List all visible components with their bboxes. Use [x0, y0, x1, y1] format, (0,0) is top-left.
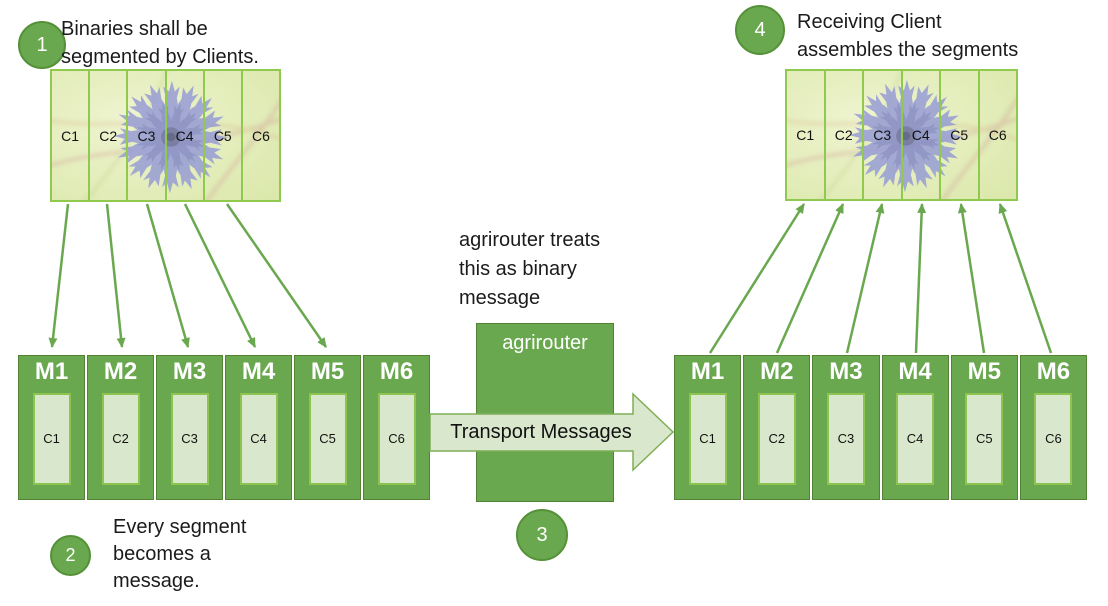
message-box: M5 C5: [950, 355, 1018, 500]
segment-label: C4: [911, 127, 930, 143]
image-segment: C6: [980, 71, 1017, 199]
image-segment: C1: [787, 71, 826, 199]
segment-payload: C6: [377, 392, 416, 485]
segment-label: C1: [796, 127, 815, 143]
caption-line: message.: [113, 570, 200, 592]
step4-badge: 4: [735, 5, 785, 55]
segment-payload: C4: [896, 392, 935, 485]
segment-payload: C2: [101, 392, 140, 485]
message-label: M4: [898, 358, 932, 385]
caption-line: Binaries shall be: [61, 18, 208, 40]
segment-payload: C4: [239, 392, 278, 485]
message-label: M5: [310, 358, 345, 385]
segment-label: C2: [834, 127, 853, 143]
message-box: M1 C1: [674, 355, 742, 500]
step3-badge: 3: [516, 509, 568, 561]
segment-label: C2: [99, 127, 118, 144]
segment-payload: C3: [826, 392, 865, 485]
message-label: M2: [760, 358, 794, 385]
segment-payload: C1: [32, 392, 71, 485]
message-box: M5 C5: [294, 355, 361, 500]
agrirouter-label: agrirouter: [502, 332, 588, 354]
image-segment: C2: [90, 71, 129, 200]
step2-badge: 2: [50, 535, 91, 576]
message-to-image-arrows: [708, 203, 1053, 354]
segment-label: C4: [175, 127, 194, 144]
message-label: M4: [241, 358, 276, 385]
image-segment: C3: [128, 71, 167, 200]
message-row-receiver: M1 C1 M2 C2 M3 C3 M4 C4 M5 C5 M6 C6: [674, 355, 1088, 500]
step1-caption: Binaries shall be segmented by Clients.: [61, 15, 259, 71]
segment-label: C5: [213, 127, 232, 144]
agrirouter-note: agrirouter treats this as binary message: [459, 226, 600, 313]
message-box: M2 C2: [87, 355, 154, 500]
image-segment: C4: [167, 71, 205, 200]
message-box: M4 C4: [881, 355, 949, 500]
message-label: M5: [967, 358, 1001, 385]
message-label: M2: [103, 358, 138, 385]
segment-label: C6: [988, 127, 1007, 143]
image-segment: C3: [864, 71, 903, 199]
message-box: M1 C1: [18, 355, 85, 500]
message-box: M3 C3: [156, 355, 223, 500]
segment-payload: C2: [757, 392, 796, 485]
image-segment: C5: [941, 71, 980, 199]
message-box: M4 C4: [225, 355, 292, 500]
step1-badge: 1: [18, 21, 66, 69]
caption-line: message: [459, 287, 541, 309]
segment-payload: C5: [965, 392, 1004, 485]
segment-payload: C5: [308, 392, 347, 485]
segment-label: C1: [61, 127, 80, 144]
message-box: M2 C2: [743, 355, 811, 500]
agrirouter-box: agrirouter: [476, 323, 614, 502]
message-label: M6: [1036, 358, 1071, 385]
message-label: M1: [690, 358, 725, 385]
segment-payload: C1: [688, 392, 727, 485]
image-segment: C5: [205, 71, 243, 200]
step4-caption: Receiving Client assembles the segments: [797, 8, 1018, 64]
message-box: M6 C6: [363, 355, 430, 500]
caption-line: Every segment: [113, 516, 247, 538]
caption-line: agrirouter treats: [459, 229, 601, 251]
source-binary-image: C1 C2 C3 C4 C5 C6: [50, 69, 281, 202]
step2-caption: Every segment becomes a message.: [113, 514, 246, 595]
image-segment: C6: [243, 71, 279, 200]
segment-label: C6: [251, 127, 270, 144]
message-label: M1: [34, 358, 69, 385]
segment-label: C3: [137, 127, 156, 144]
caption-line: becomes a: [113, 543, 211, 565]
image-segment: C1: [52, 71, 91, 200]
segment-payload: C6: [1034, 392, 1073, 485]
caption-line: Receiving Client: [797, 11, 942, 33]
assembled-binary-image: C1 C2 C3 C4 C5 C6: [785, 69, 1018, 201]
message-label: M3: [172, 358, 207, 385]
message-label: M6: [379, 358, 414, 385]
message-box: M6 C6: [1019, 355, 1088, 500]
message-row-sender: M1 C1 M2 C2 M3 C3 M4 C4 M5 C5 M6 C6: [18, 355, 430, 500]
image-segment: C4: [903, 71, 941, 199]
caption-line: segmented by Clients.: [61, 46, 259, 68]
segment-payload: C3: [170, 392, 209, 485]
segment-label: C5: [950, 127, 969, 143]
segment-to-message-arrows: [48, 203, 328, 348]
message-label: M3: [829, 358, 863, 385]
caption-line: assembles the segments: [797, 39, 1019, 61]
segment-label: C3: [873, 127, 892, 143]
image-segment: C2: [826, 71, 864, 199]
transport-arrow-label: Transport Messages: [450, 421, 632, 443]
caption-line: this as binary: [459, 258, 577, 280]
message-box: M3 C3: [812, 355, 880, 500]
